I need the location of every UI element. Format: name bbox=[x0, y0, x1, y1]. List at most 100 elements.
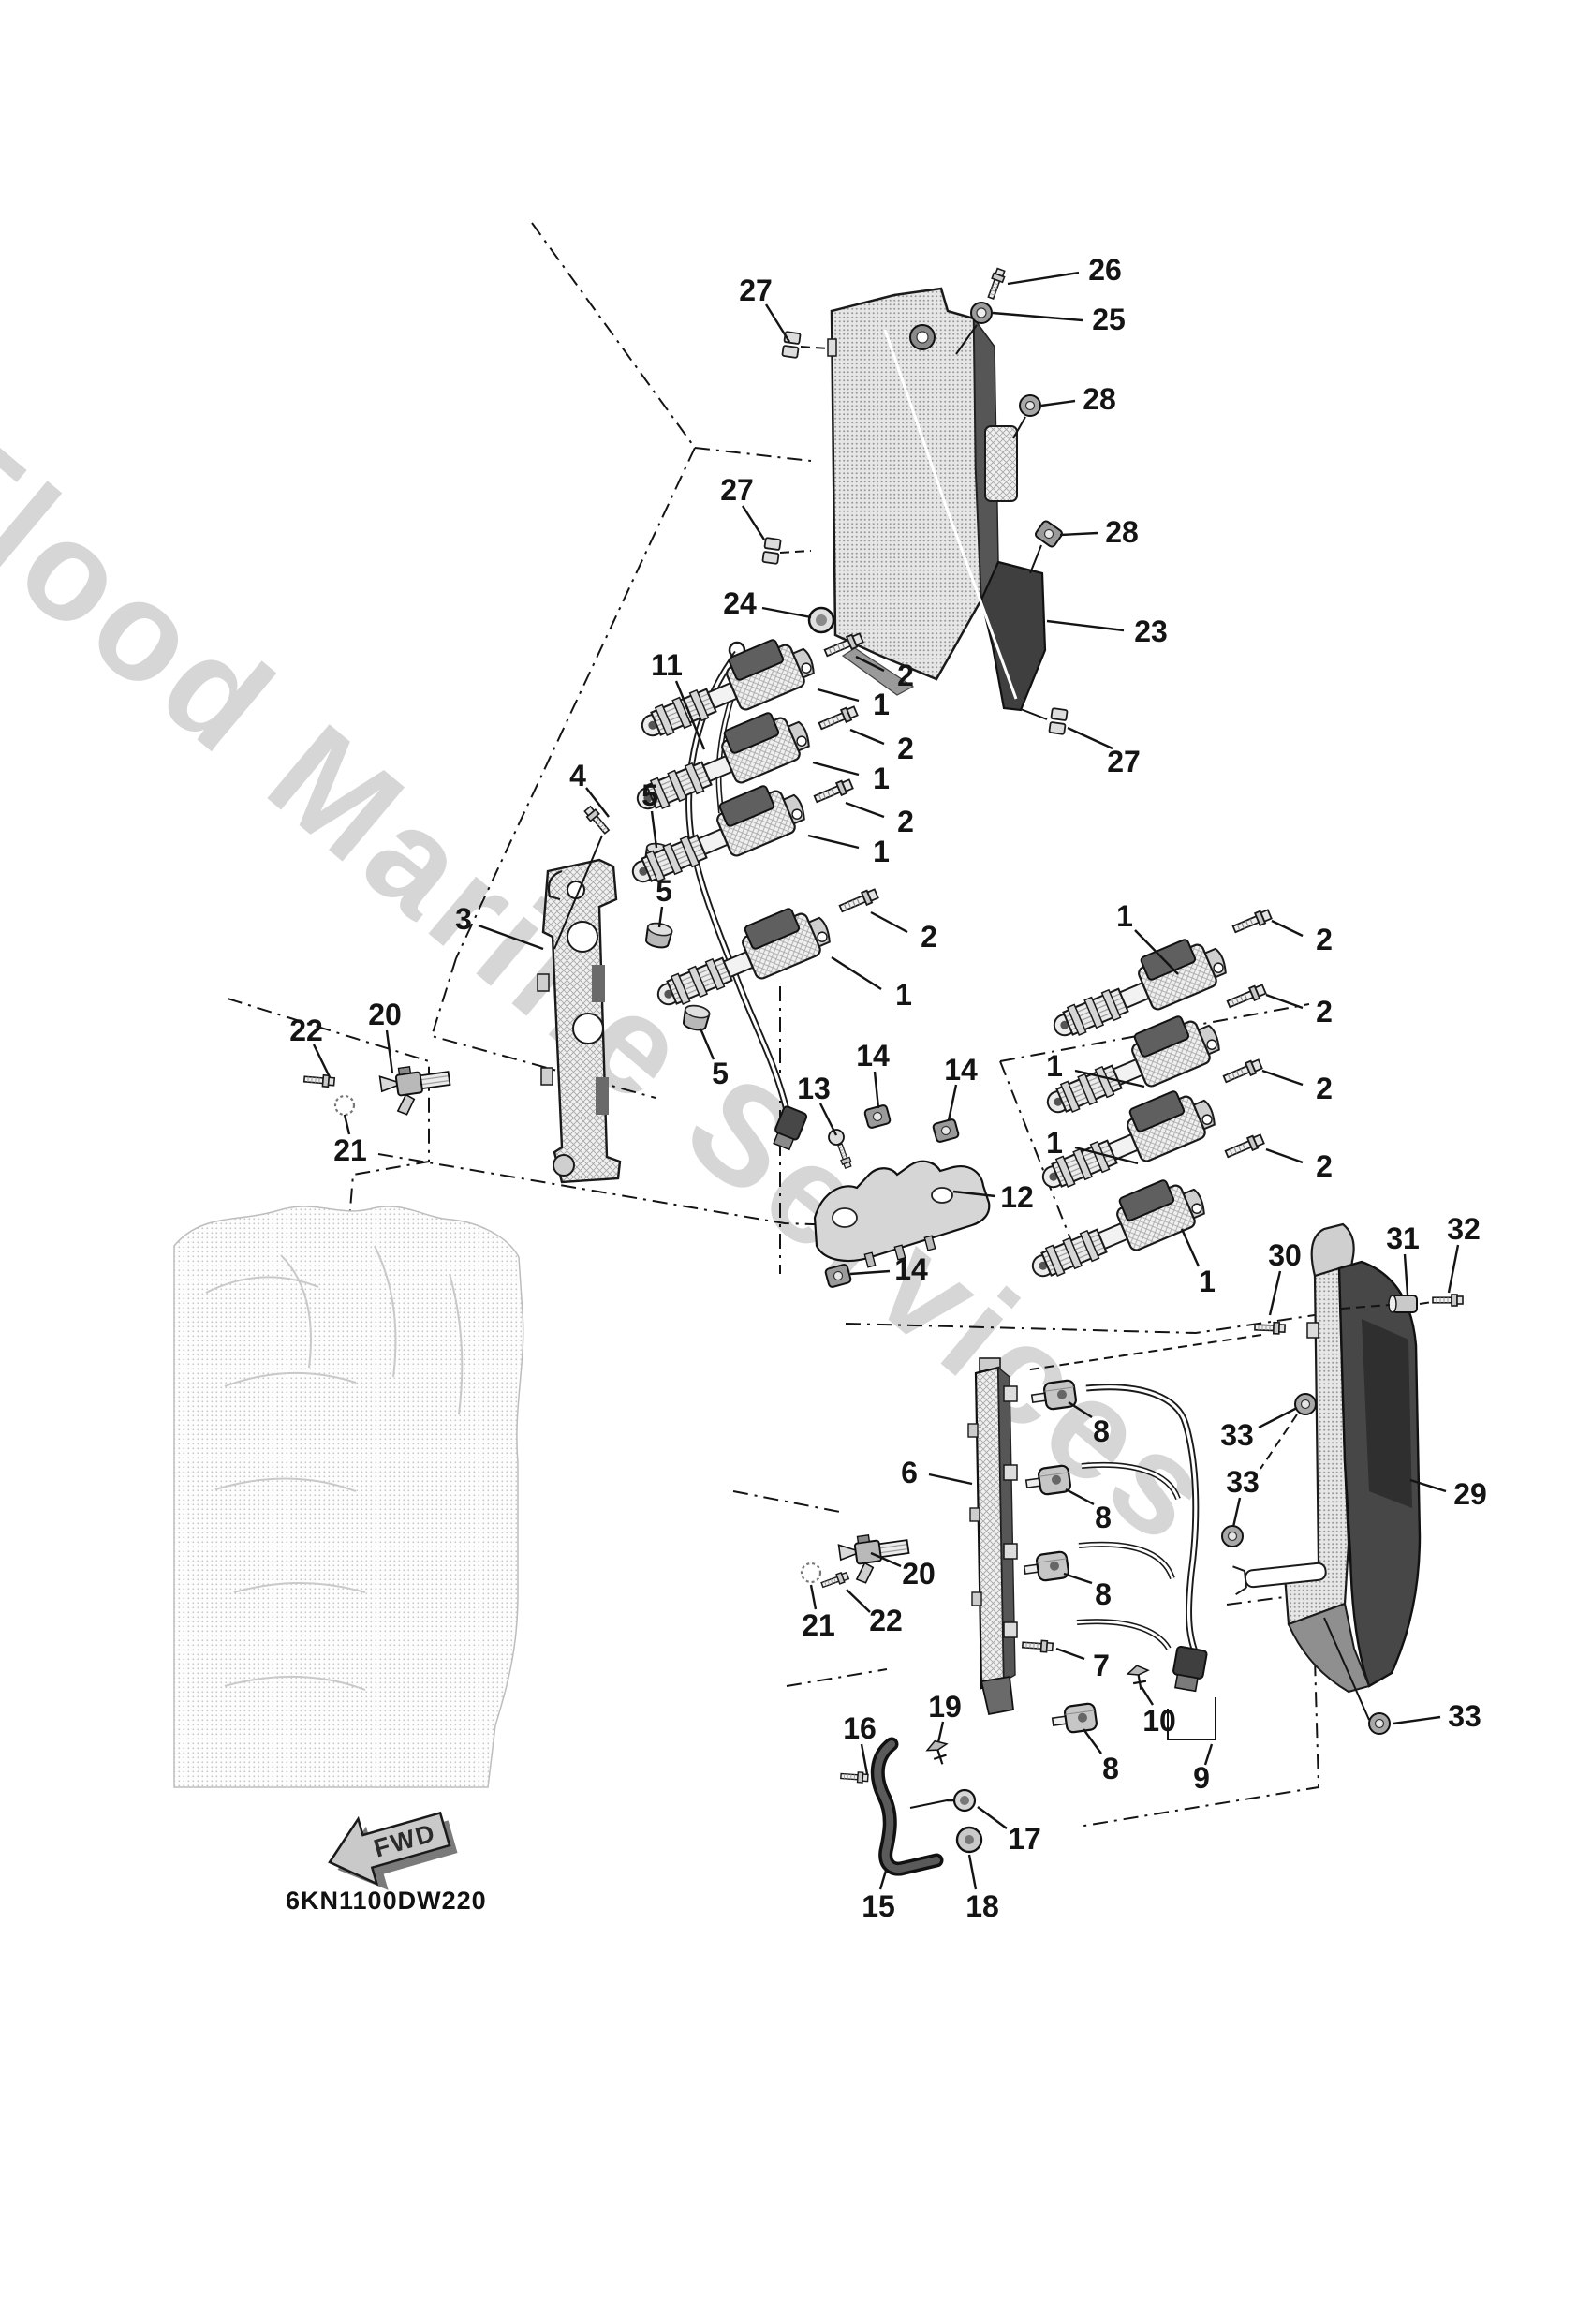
callout-5: 5 bbox=[699, 1028, 729, 1090]
bolt-7 bbox=[1021, 1638, 1054, 1654]
callout-15: 15 bbox=[862, 1870, 895, 1923]
callout-6: 6 bbox=[901, 1456, 973, 1489]
clamp-27c bbox=[1048, 707, 1069, 735]
callout-21: 21 bbox=[802, 1584, 835, 1642]
callout-33: 33 bbox=[1220, 1406, 1298, 1452]
collar-31 bbox=[1388, 1295, 1418, 1313]
svg-text:3: 3 bbox=[455, 902, 472, 936]
svg-text:30: 30 bbox=[1268, 1238, 1302, 1272]
svg-text:9: 9 bbox=[1193, 1761, 1210, 1795]
callout-2: 2 bbox=[849, 728, 914, 765]
svg-text:20: 20 bbox=[902, 1557, 936, 1591]
svg-text:6: 6 bbox=[901, 1456, 918, 1489]
callout-27: 27 bbox=[739, 274, 791, 343]
seal-24 bbox=[807, 606, 835, 634]
callout-11: 11 bbox=[651, 648, 706, 750]
ignition-coils-left bbox=[620, 628, 880, 1020]
callout-4: 4 bbox=[569, 759, 610, 818]
svg-text:5: 5 bbox=[641, 778, 658, 812]
callout-8: 8 bbox=[1068, 1400, 1110, 1448]
sensor-8a bbox=[1029, 1378, 1078, 1414]
svg-text:1: 1 bbox=[873, 762, 890, 795]
nut-14c bbox=[823, 1263, 853, 1289]
svg-text:1: 1 bbox=[895, 978, 912, 1012]
svg-text:27: 27 bbox=[1107, 745, 1141, 778]
callout-14: 14 bbox=[849, 1252, 928, 1286]
svg-text:14: 14 bbox=[894, 1252, 928, 1286]
callout-33: 33 bbox=[1393, 1699, 1481, 1733]
nut-33c bbox=[1368, 1712, 1391, 1735]
callout-2: 2 bbox=[1261, 1069, 1333, 1105]
svg-text:21: 21 bbox=[333, 1133, 367, 1167]
svg-text:22: 22 bbox=[289, 1014, 323, 1047]
screw-4 bbox=[582, 804, 612, 836]
svg-text:1: 1 bbox=[1116, 899, 1133, 933]
svg-text:4: 4 bbox=[569, 759, 586, 792]
harness-9 bbox=[1076, 1384, 1208, 1693]
svg-text:2: 2 bbox=[897, 659, 914, 692]
connector-lines bbox=[553, 324, 1433, 1809]
svg-text:29: 29 bbox=[1453, 1477, 1487, 1511]
svg-text:2: 2 bbox=[897, 732, 914, 765]
callout-8: 8 bbox=[1065, 1488, 1112, 1534]
svg-text:1: 1 bbox=[873, 688, 890, 721]
callout-2: 2 bbox=[845, 801, 914, 838]
callout-24: 24 bbox=[723, 586, 812, 620]
callout-2: 2 bbox=[870, 910, 937, 954]
svg-text:18: 18 bbox=[965, 1889, 999, 1923]
svg-text:25: 25 bbox=[1092, 303, 1126, 336]
callout-31: 31 bbox=[1386, 1221, 1420, 1295]
callout-29: 29 bbox=[1409, 1477, 1487, 1511]
callout-1: 1 bbox=[1180, 1228, 1216, 1298]
injector-20a bbox=[302, 1060, 454, 1118]
svg-text:2: 2 bbox=[1316, 1149, 1333, 1183]
nut-28b bbox=[1033, 518, 1065, 550]
svg-text:12: 12 bbox=[1000, 1180, 1034, 1214]
clamp-17 bbox=[947, 1788, 977, 1813]
svg-text:5: 5 bbox=[656, 874, 672, 908]
nut-28a bbox=[1019, 394, 1041, 417]
svg-text:2: 2 bbox=[1316, 1072, 1333, 1105]
svg-text:1: 1 bbox=[1046, 1049, 1063, 1083]
callout-26: 26 bbox=[1007, 253, 1122, 287]
callout-2: 2 bbox=[1265, 993, 1333, 1029]
screw-32 bbox=[1432, 1294, 1464, 1307]
svg-text:28: 28 bbox=[1083, 382, 1116, 416]
svg-text:17: 17 bbox=[1008, 1822, 1041, 1856]
clamp-27b bbox=[761, 537, 782, 565]
ignition-coils-right bbox=[1020, 907, 1274, 1292]
svg-text:16: 16 bbox=[843, 1711, 877, 1745]
partition-lines bbox=[227, 222, 1403, 1828]
callout-12: 12 bbox=[952, 1180, 1034, 1214]
callout-28: 28 bbox=[1059, 515, 1139, 549]
callout-17: 17 bbox=[977, 1806, 1041, 1856]
callout-14: 14 bbox=[856, 1039, 890, 1109]
callout-19: 19 bbox=[928, 1690, 962, 1743]
svg-text:14: 14 bbox=[856, 1039, 890, 1073]
callout-1: 1 bbox=[807, 834, 890, 868]
callout-10: 10 bbox=[1140, 1686, 1176, 1738]
part-code: 6KN1100DW220 bbox=[286, 1887, 487, 1915]
callout-1: 1 bbox=[831, 955, 912, 1012]
screw-26 bbox=[984, 267, 1008, 301]
callout-25: 25 bbox=[992, 303, 1126, 336]
screw-13 bbox=[828, 1129, 853, 1170]
svg-text:8: 8 bbox=[1095, 1501, 1112, 1534]
manifold-12 bbox=[813, 1160, 991, 1268]
callout-2: 2 bbox=[855, 655, 914, 692]
callout-23: 23 bbox=[1046, 614, 1168, 648]
rail-6 bbox=[967, 1357, 1018, 1716]
nut-14b bbox=[931, 1118, 961, 1144]
svg-text:10: 10 bbox=[1142, 1704, 1176, 1738]
callout-21: 21 bbox=[333, 1114, 367, 1167]
callout-5: 5 bbox=[641, 778, 658, 849]
svg-text:11: 11 bbox=[651, 648, 683, 682]
svg-text:1: 1 bbox=[1199, 1265, 1216, 1298]
callout-18: 18 bbox=[965, 1854, 999, 1923]
svg-text:28: 28 bbox=[1105, 515, 1139, 549]
svg-text:15: 15 bbox=[862, 1889, 895, 1923]
callout-32: 32 bbox=[1447, 1212, 1481, 1294]
plug-lead-11 bbox=[685, 641, 808, 1151]
grommet-5c bbox=[680, 1002, 712, 1033]
washer-25 bbox=[970, 302, 993, 324]
